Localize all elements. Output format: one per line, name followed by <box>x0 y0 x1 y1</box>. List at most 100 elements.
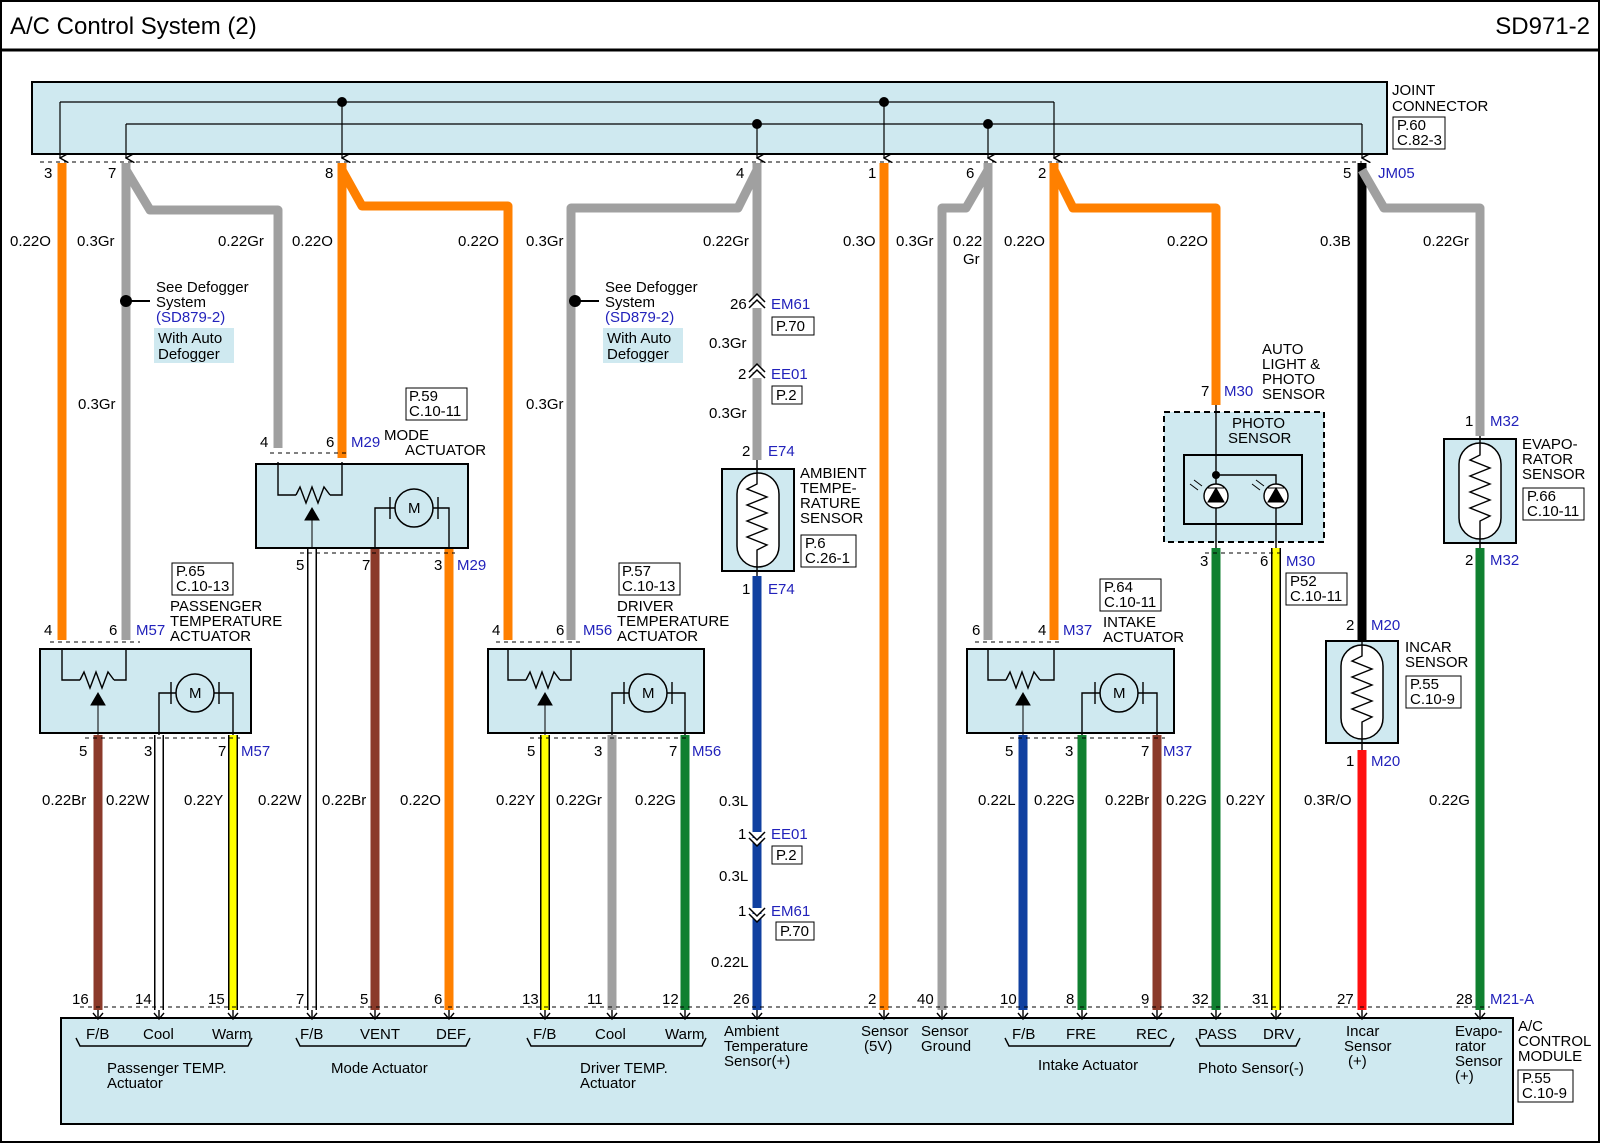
svg-text:M29: M29 <box>351 434 380 451</box>
svg-text:EE01: EE01 <box>771 826 808 843</box>
svg-text:(5V): (5V) <box>864 1038 892 1055</box>
svg-text:P.65: P.65 <box>176 563 205 580</box>
svg-text:M32: M32 <box>1490 413 1519 430</box>
svg-text:E74: E74 <box>768 443 795 460</box>
svg-text:M57: M57 <box>136 622 165 639</box>
svg-text:6: 6 <box>434 991 442 1008</box>
svg-text:DEF: DEF <box>436 1026 466 1043</box>
svg-text:M30: M30 <box>1224 383 1253 400</box>
svg-text:14: 14 <box>135 991 152 1008</box>
svg-text:M30: M30 <box>1286 553 1315 570</box>
svg-text:EM61: EM61 <box>771 296 810 313</box>
svg-text:5: 5 <box>360 991 368 1008</box>
svg-text:6: 6 <box>556 622 564 639</box>
svg-text:C.10-11: C.10-11 <box>1527 503 1579 520</box>
svg-text:(+): (+) <box>1455 1068 1474 1085</box>
svg-text:M57: M57 <box>241 743 270 760</box>
svg-text:1: 1 <box>1465 413 1473 430</box>
bottom-wire-labels: 0.22Br 0.22W 0.22Y 0.22W 0.22Br 0.22O 0.… <box>42 792 1470 809</box>
svg-text:Passenger TEMP.: Passenger TEMP. <box>107 1060 227 1077</box>
svg-text:M: M <box>1113 685 1126 702</box>
svg-text:0.22W: 0.22W <box>106 792 150 809</box>
svg-text:7: 7 <box>218 743 226 760</box>
svg-text:3: 3 <box>44 165 52 182</box>
svg-text:M32: M32 <box>1490 552 1519 569</box>
svg-text:7: 7 <box>1141 743 1149 760</box>
jc-page: P.60 <box>1397 117 1426 134</box>
svg-text:C.10-11: C.10-11 <box>1290 588 1342 605</box>
svg-text:3: 3 <box>144 743 152 760</box>
svg-text:40: 40 <box>917 991 934 1008</box>
svg-text:P.66: P.66 <box>1527 488 1556 505</box>
svg-text:0.22G: 0.22G <box>1429 792 1470 809</box>
svg-text:Sensor: Sensor <box>921 1023 969 1040</box>
svg-text:P.59: P.59 <box>409 388 438 405</box>
svg-text:6: 6 <box>326 434 334 451</box>
svg-text:0.22G: 0.22G <box>1034 792 1075 809</box>
svg-text:3: 3 <box>434 557 442 574</box>
svg-text:Sensor: Sensor <box>1344 1038 1392 1055</box>
svg-text:2: 2 <box>742 443 750 460</box>
svg-text:0.22O: 0.22O <box>1004 233 1045 250</box>
svg-text:Sensor: Sensor <box>861 1023 909 1040</box>
svg-text:Cool: Cool <box>595 1026 626 1043</box>
svg-text:31: 31 <box>1252 991 1269 1008</box>
svg-text:8: 8 <box>1066 991 1074 1008</box>
svg-text:Incar: Incar <box>1346 1023 1379 1040</box>
svg-text:F/B: F/B <box>300 1026 323 1043</box>
joint-connector-box <box>31 81 1388 155</box>
svg-text:Gr: Gr <box>963 251 980 268</box>
svg-text:0.3Gr: 0.3Gr <box>526 396 564 413</box>
svg-text:2: 2 <box>1346 617 1354 634</box>
svg-text:0.22O: 0.22O <box>10 233 51 250</box>
svg-text:C.26-1: C.26-1 <box>805 550 850 567</box>
page-title: A/C Control System (2) <box>10 13 257 40</box>
svg-text:M56: M56 <box>692 743 721 760</box>
svg-text:Warm: Warm <box>212 1026 251 1043</box>
svg-text:6: 6 <box>1260 553 1268 570</box>
svg-text:VENT: VENT <box>360 1026 400 1043</box>
svg-text:11: 11 <box>587 991 603 1008</box>
svg-text:rator: rator <box>1455 1038 1486 1055</box>
svg-text:C.10-11: C.10-11 <box>409 403 461 420</box>
ac-control-module: 16 14 15 7 5 6 13 11 12 26 2 40 10 8 9 3… <box>60 991 1591 1125</box>
svg-text:M: M <box>408 500 421 517</box>
svg-text:4: 4 <box>492 622 500 639</box>
svg-text:13: 13 <box>522 991 539 1008</box>
svg-text:P.55: P.55 <box>1410 676 1439 693</box>
jc-pin-labels: 3 7 8 4 1 6 2 5 <box>44 165 1351 182</box>
svg-text:Cool: Cool <box>143 1026 174 1043</box>
svg-text:0.22O: 0.22O <box>1167 233 1208 250</box>
svg-text:0.22Br: 0.22Br <box>1105 792 1149 809</box>
svg-text:PASS: PASS <box>1198 1026 1237 1043</box>
svg-text:M: M <box>642 685 655 702</box>
svg-text:C.10-13: C.10-13 <box>622 578 675 595</box>
svg-text:26: 26 <box>733 991 750 1008</box>
svg-text:C.10-11: C.10-11 <box>1104 594 1156 611</box>
svg-text:28: 28 <box>1456 991 1473 1008</box>
svg-text:FRE: FRE <box>1066 1026 1096 1043</box>
svg-text:ACTUATOR: ACTUATOR <box>405 442 486 459</box>
svg-text:0.22W: 0.22W <box>258 792 302 809</box>
jc-id: JM05 <box>1378 165 1415 182</box>
splice-dots <box>337 97 993 129</box>
svg-text:4: 4 <box>1038 622 1046 639</box>
svg-text:0.22: 0.22 <box>953 233 982 250</box>
svg-text:P.6: P.6 <box>805 535 826 552</box>
svg-text:(SD879-2): (SD879-2) <box>605 309 674 326</box>
svg-text:0.3O: 0.3O <box>843 233 876 250</box>
svg-text:E74: E74 <box>768 581 795 598</box>
svg-text:P.64: P.64 <box>1104 579 1133 596</box>
svg-text:0.22Y: 0.22Y <box>184 792 223 809</box>
